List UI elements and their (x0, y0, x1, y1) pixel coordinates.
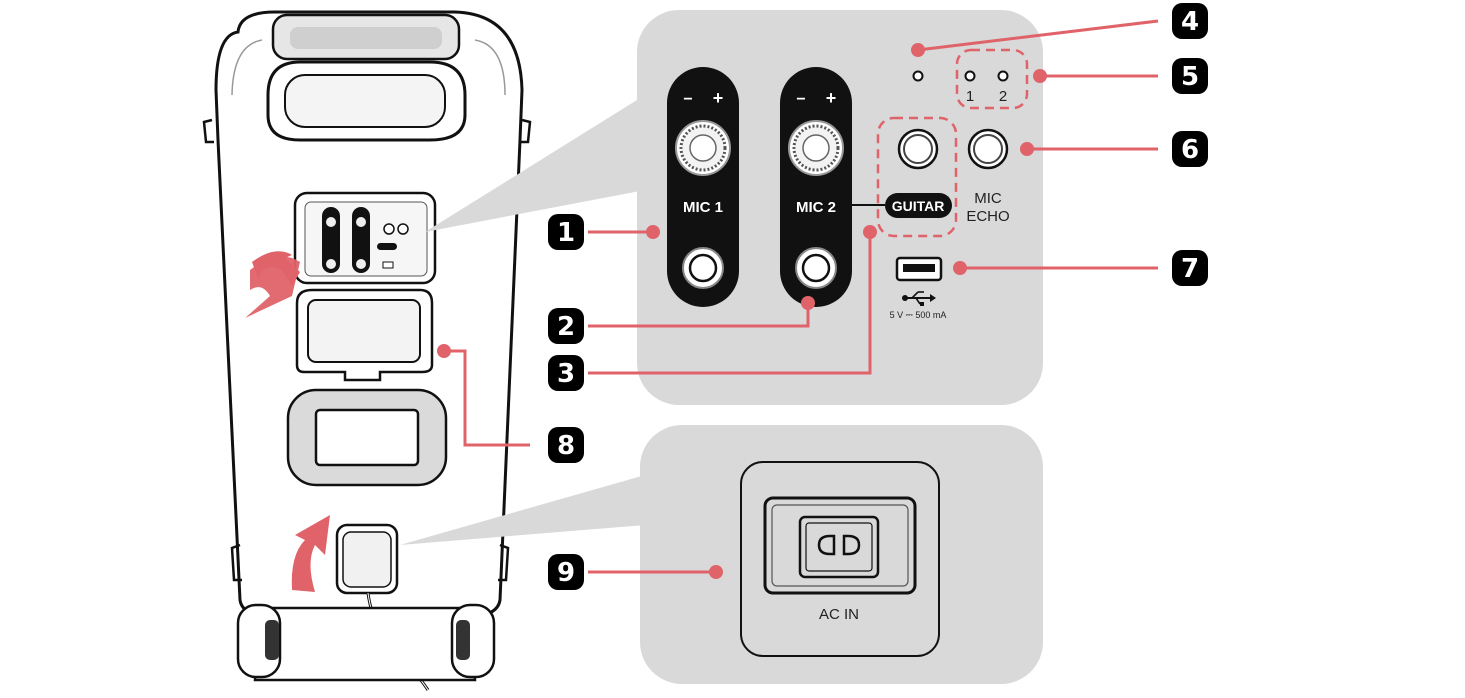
mic-1-minus: − (683, 91, 692, 108)
svg-text:9: 9 (557, 558, 575, 588)
mic-2-label: MIC 2 (796, 199, 836, 216)
callout-badge-4: 4 (1172, 3, 1208, 39)
callout-badge-3: 3 (548, 355, 584, 391)
callout-badge-1: 1 (548, 214, 584, 250)
mic-1-jack[interactable] (682, 247, 724, 289)
mic-echo-leds-highlight (955, 48, 1029, 110)
svg-text:8: 8 (557, 431, 575, 461)
mic-echo-label-line2: ECHO (966, 208, 1009, 225)
control-panel-detail: − + MIC 1 − + MIC 2 (637, 10, 1043, 405)
callout-lines (444, 19, 1159, 574)
svg-text:6: 6 (1181, 135, 1199, 165)
svg-text:3: 3 (557, 359, 575, 389)
mic-2-minus: − (796, 91, 805, 108)
callout-badge-7: 7 (1172, 250, 1208, 286)
guitar-highlight (876, 116, 958, 238)
callout-badge-2: 2 (548, 308, 584, 344)
ac-panel-detail: AC IN (640, 425, 1043, 684)
zoom-wedge-bottom (400, 475, 645, 545)
svg-text:5: 5 (1181, 62, 1199, 92)
guitar-jack[interactable]: GUITAR (885, 193, 952, 218)
callout-badge-8: 8 (548, 427, 584, 463)
zoom-wedge-top (425, 95, 645, 232)
ac-in-socket[interactable] (798, 515, 880, 579)
usb-rating: 5 V ⎓ 500 mA (890, 310, 947, 320)
usb-port[interactable] (895, 256, 943, 282)
ac-in-label: AC IN (819, 606, 859, 623)
guitar-label: GUITAR (892, 198, 945, 214)
curved-arrow-down-icon (245, 256, 300, 318)
callout-badge-5: 5 (1172, 58, 1208, 94)
mic-2-volume-knob[interactable] (788, 120, 844, 176)
curved-arrow-up-icon (291, 515, 330, 592)
callout-dots (437, 43, 1047, 579)
svg-text:4: 4 (1181, 7, 1199, 37)
speaker-body (202, 10, 532, 691)
mic-2-jack[interactable] (795, 247, 837, 289)
mic-2-plus: + (826, 88, 837, 108)
usb-icon (902, 291, 936, 306)
guitar-button[interactable] (897, 128, 939, 170)
svg-text:7: 7 (1181, 254, 1199, 284)
led-1-label: 1 (966, 88, 974, 105)
svg-text:1: 1 (557, 218, 575, 248)
mic-1-plus: + (713, 88, 724, 108)
mic-1-volume-knob[interactable] (675, 120, 731, 176)
mic-echo-button[interactable] (967, 128, 1009, 170)
mic-1-label: MIC 1 (683, 199, 723, 216)
mic-echo-leds (964, 70, 1009, 82)
svg-text:2: 2 (557, 312, 575, 342)
status-led (912, 70, 924, 82)
callout-badge-6: 6 (1172, 131, 1208, 167)
led-2-label: 2 (999, 88, 1007, 105)
callout-badge-9: 9 (548, 554, 584, 590)
mic-echo-label-line1: MIC (974, 190, 1002, 207)
